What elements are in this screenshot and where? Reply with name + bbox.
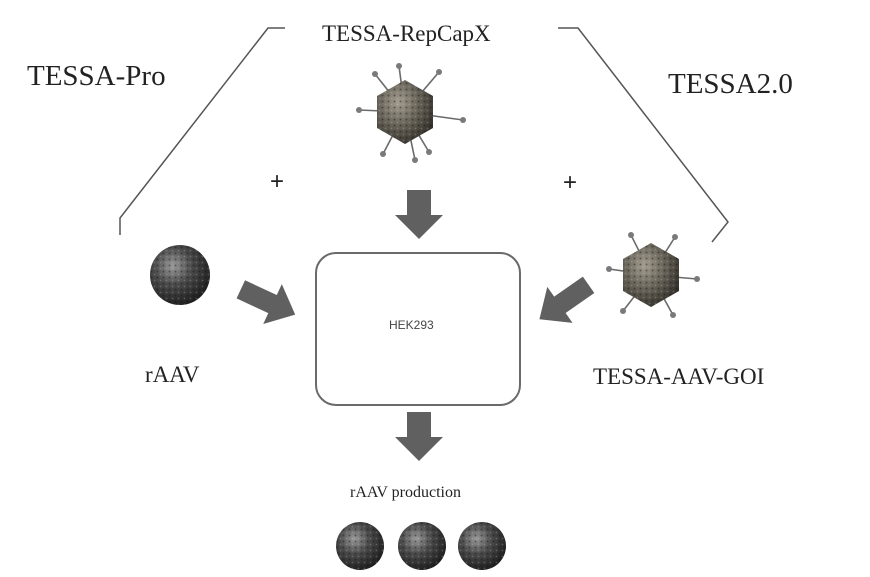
raav-production-particle-icon xyxy=(336,522,384,570)
tessa2-label: TESSA2.0 xyxy=(668,68,793,100)
hek293-label: HEK293 xyxy=(389,318,434,332)
tessa-repcapx-label: TESSA-RepCapX xyxy=(322,21,491,46)
raav-production-particle-icon xyxy=(458,522,506,570)
plus-left-label: + xyxy=(270,168,285,195)
right-bracket xyxy=(558,27,729,243)
hek293-box xyxy=(315,252,521,406)
tessa-pro-label: TESSA-Pro xyxy=(27,60,166,92)
arrow-bottom-down xyxy=(395,412,443,461)
raav-production-label: rAAV production xyxy=(350,484,461,501)
raav-particle-icon xyxy=(150,245,210,305)
left-bracket xyxy=(119,27,285,235)
plus-right-label: + xyxy=(563,169,578,196)
arrow-right-to-box xyxy=(539,276,595,323)
tessa-aav-goi-label: TESSA-AAV-GOI xyxy=(593,364,765,389)
adenovirus-top-icon xyxy=(356,63,466,163)
arrow-top-down xyxy=(395,190,443,239)
arrow-left-to-box xyxy=(236,280,296,325)
raav-label: rAAV xyxy=(145,362,200,387)
adenovirus-right-icon xyxy=(606,232,700,318)
raav-production-particle-icon xyxy=(398,522,446,570)
